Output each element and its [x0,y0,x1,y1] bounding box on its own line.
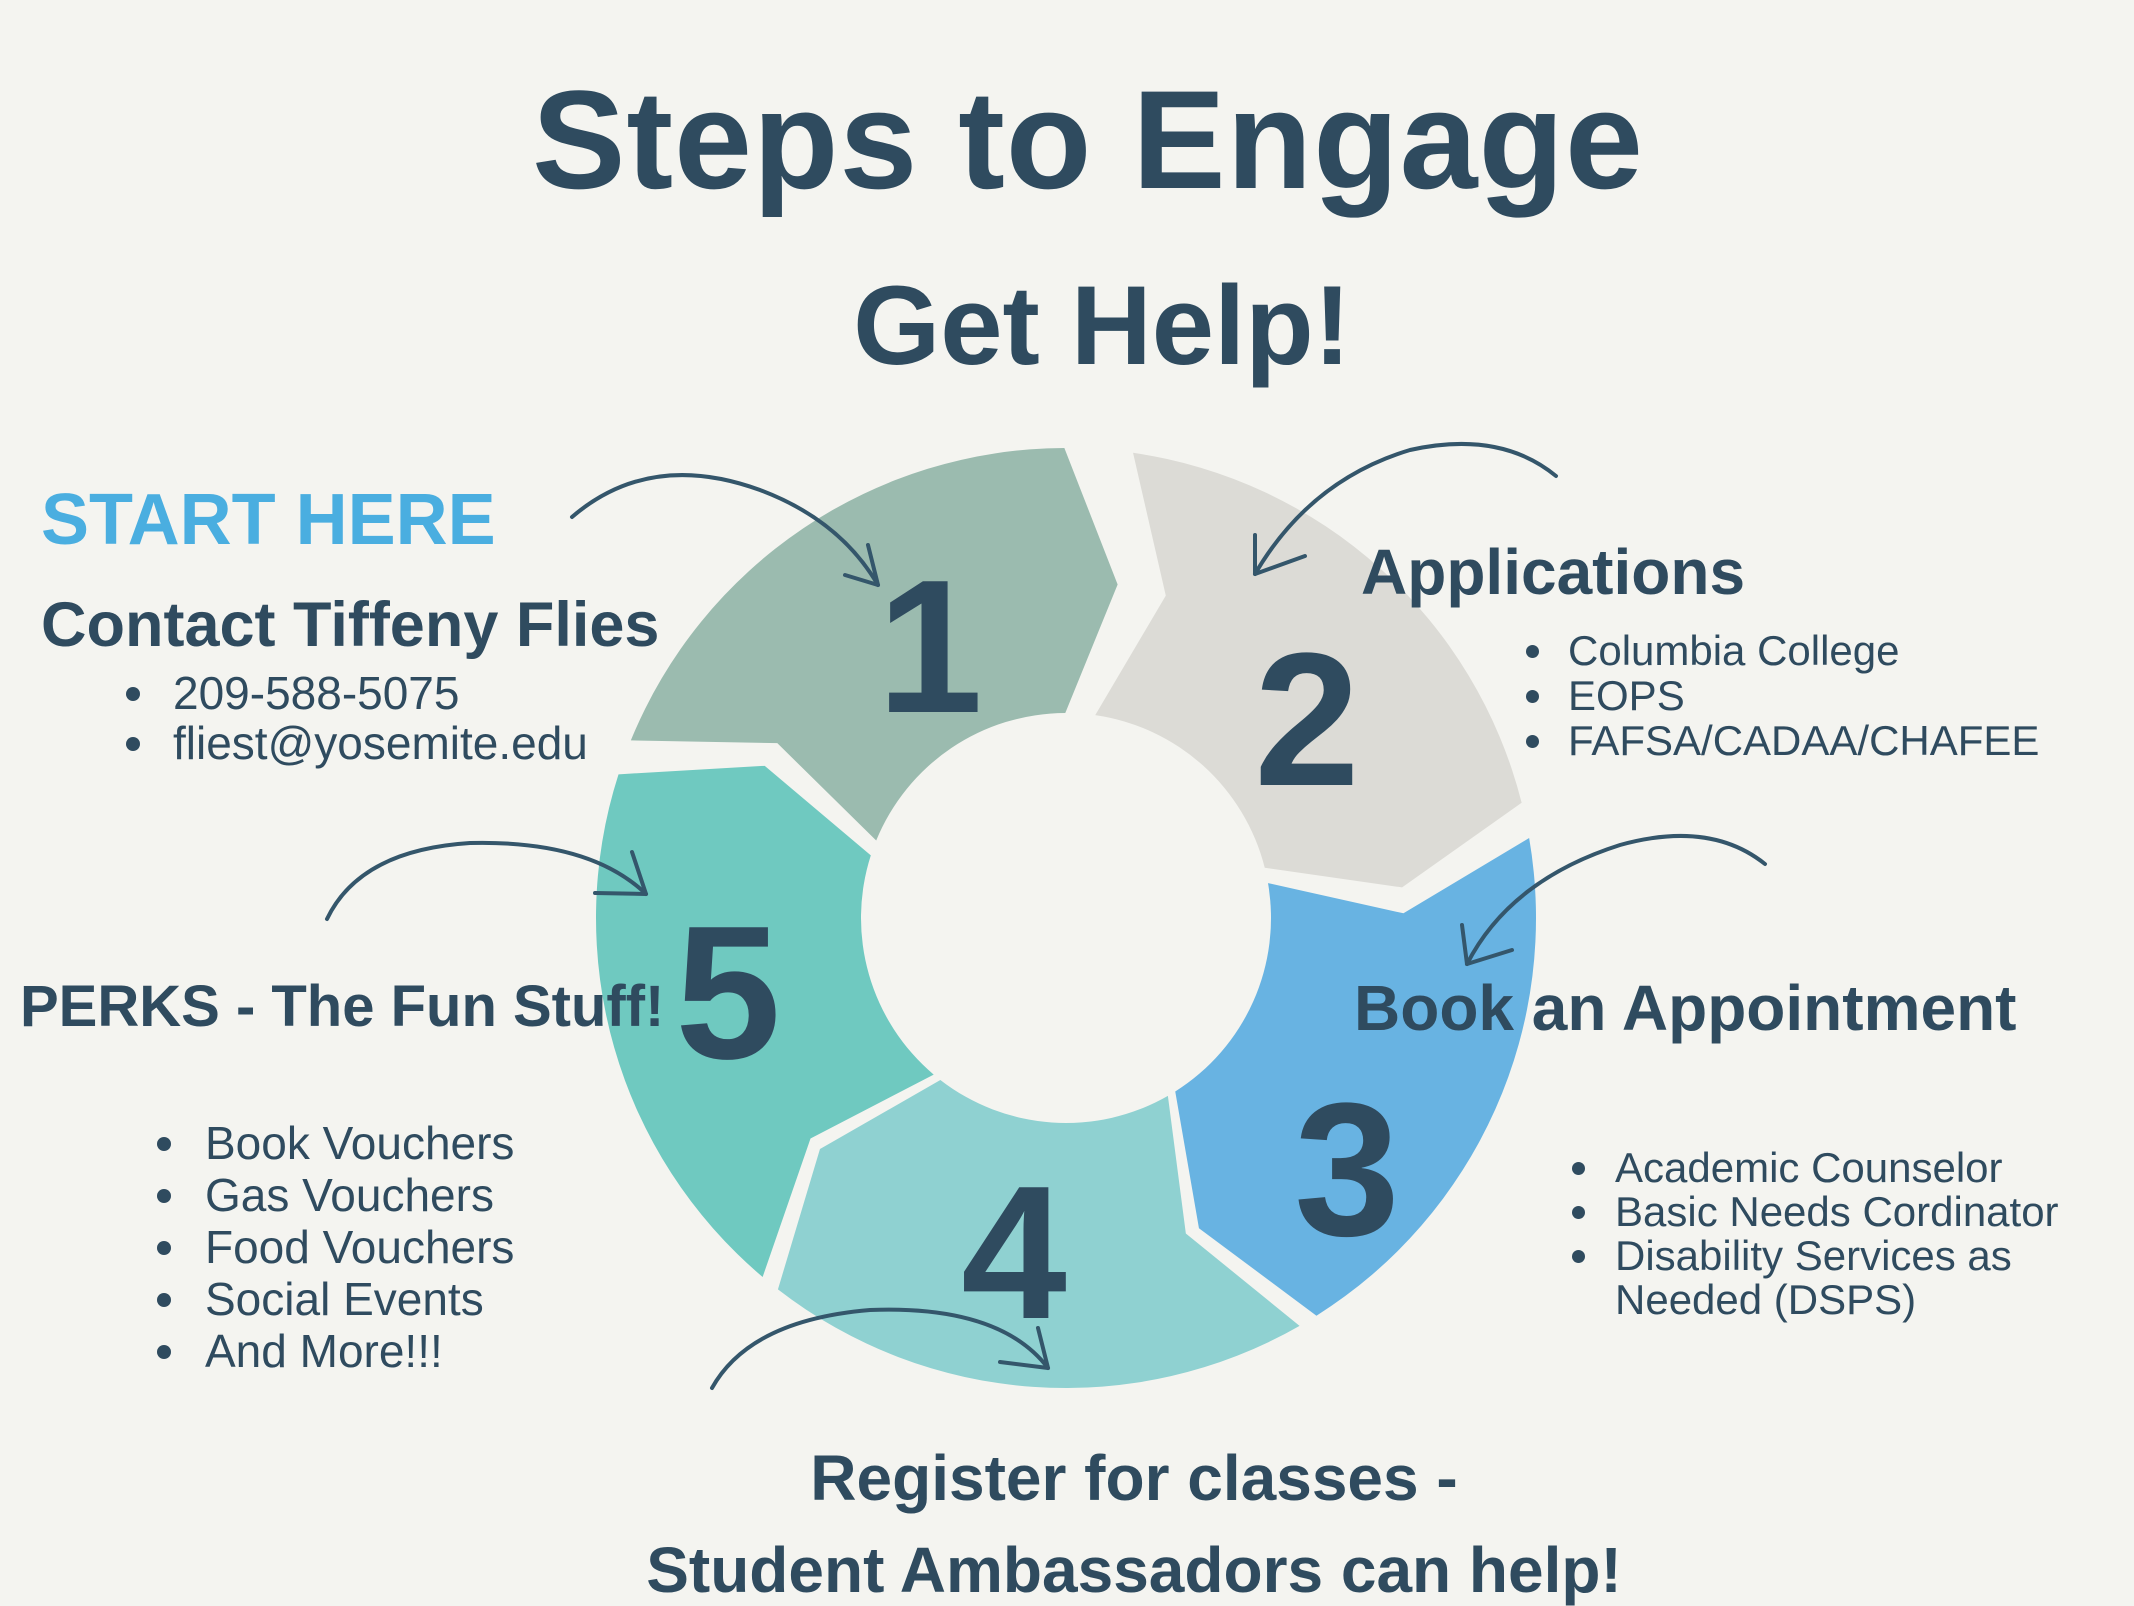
step-number-4: 4 [961,1147,1067,1359]
list-item: Disability Services as [1572,1235,2059,1279]
cycle-segment-3 [1175,838,1536,1316]
list-item: Food Vouchers [157,1224,514,1276]
arrow-icon-step-5 [325,840,648,921]
page-subtitle: Get Help! [853,263,1351,388]
step-number-5: 5 [675,887,781,1099]
list-item: Gas Vouchers [157,1172,514,1224]
step-4-heading-line-2: Student Ambassadors can help! [646,1534,1622,1606]
list-item: EOPS [1526,675,2039,720]
arrow-icon-step-4 [710,1307,1050,1390]
list-item[interactable]: fliest@yosemite.edu [126,720,588,770]
list-item-continuation: Needed (DSPS) [1615,1276,1917,1323]
arrow-icon-step-1 [570,473,880,587]
list-item: Book Vouchers [157,1120,514,1172]
list-item: 209-588-5075 [126,670,588,720]
step-4-heading-line-1: Register for classes - [810,1442,1458,1514]
cycle-segment-1 [630,448,1118,841]
cycle-segment-2 [1095,452,1522,888]
arrow-icon-step-3 [1460,833,1767,966]
step-5-list: Book Vouchers Gas Vouchers Food Vouchers… [157,1120,514,1380]
list-item: Basic Needs Cordinator [1572,1191,2059,1235]
list-item: FAFSA/CADAA/CHAFEE [1526,720,2039,765]
step-2-heading: Applications [1361,536,1746,608]
list-item: And More!!! [157,1328,514,1380]
step-number-3: 3 [1294,1064,1400,1276]
step-5-heading: PERKS - The Fun Stuff! [20,974,665,1039]
cycle-segment-5 [596,765,934,1277]
start-here-label: START HERE [41,480,496,560]
list-item: Social Events [157,1276,514,1328]
page-title: Steps to Engage [532,61,1644,218]
step-1-list: 209-588-5075 fliest@yosemite.edu [126,670,588,770]
step-3-heading: Book an Appointment [1354,972,2017,1044]
step-1-heading: Contact Tiffeny Flies [41,590,660,660]
list-item: Academic Counselor [1572,1147,2059,1191]
step-number-2: 2 [1254,614,1360,826]
list-item: Columbia College [1526,630,2039,675]
step-2-list: Columbia College EOPS FAFSA/CADAA/CHAFEE [1526,630,2039,765]
step-number-1: 1 [877,541,983,753]
step-3-list: Academic Counselor Basic Needs Cordinato… [1572,1147,2059,1323]
arrow-icon-step-2 [1253,441,1558,576]
